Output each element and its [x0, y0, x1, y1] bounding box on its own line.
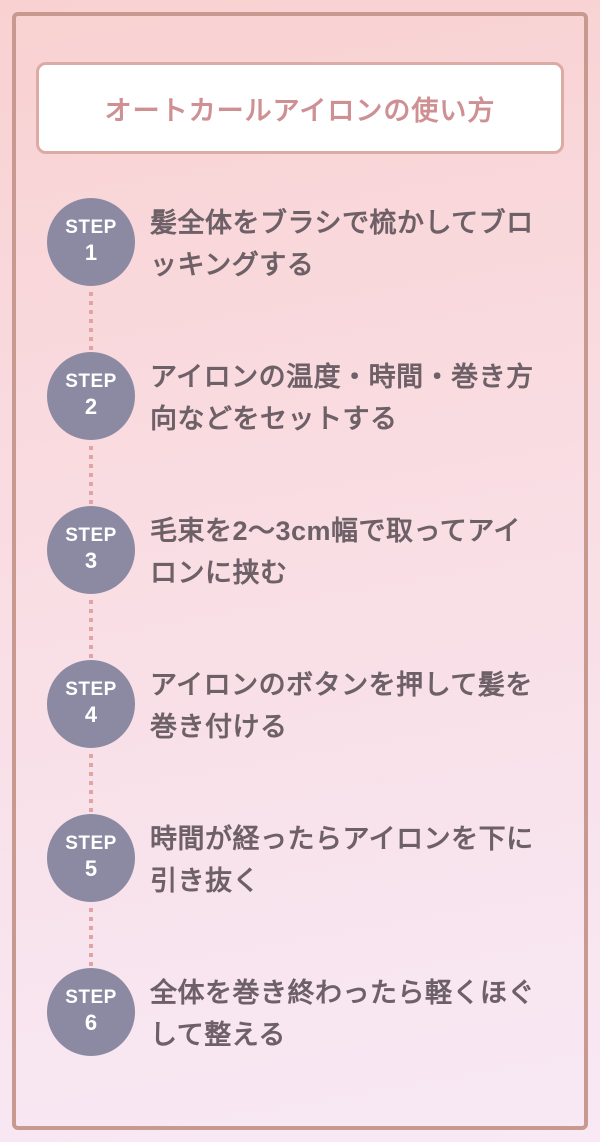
step-connector: [89, 908, 93, 966]
step-description: 髪全体をブラシで梳かしてブロッキングする: [150, 208, 534, 280]
step-badge-number: 4: [84, 702, 98, 728]
step-badge-label: STEP: [65, 217, 117, 239]
steps-list: STEP 1 髪全体をブラシで梳かしてブロッキングする STEP 2 アイロンの…: [0, 198, 600, 1122]
step-badge-number: 2: [84, 394, 98, 420]
step-row: STEP 1 髪全体をブラシで梳かしてブロッキングする: [0, 198, 600, 352]
step-row: STEP 3 毛束を2〜3cm幅で取ってアイロンに挟む: [0, 506, 600, 660]
step-description: 時間が経ったらアイロンを下に引き抜く: [150, 824, 534, 896]
step-badge: STEP 5: [47, 814, 135, 902]
step-badge: STEP 6: [47, 968, 135, 1056]
step-badge: STEP 4: [47, 660, 135, 748]
step-row: STEP 5 時間が経ったらアイロンを下に引き抜く: [0, 814, 600, 968]
step-badge-label: STEP: [65, 679, 117, 701]
step-description: 毛束を2〜3cm幅で取ってアイロンに挟む: [150, 516, 521, 588]
step-badge-number: 5: [84, 856, 98, 882]
step-badge-label: STEP: [65, 371, 117, 393]
step-row: STEP 6 全体を巻き終わったら軽くほぐして整える: [0, 968, 600, 1122]
step-badge: STEP 3: [47, 506, 135, 594]
step-badge-label: STEP: [65, 833, 117, 855]
step-connector: [89, 754, 93, 812]
step-badge-label: STEP: [65, 525, 117, 547]
step-badge-number: 3: [84, 548, 98, 574]
title-box: オートカールアイロンの使い方: [36, 62, 564, 154]
step-description: 全体を巻き終わったら軽くほぐして整える: [150, 978, 535, 1050]
step-badge-number: 6: [84, 1010, 98, 1036]
step-badge: STEP 1: [47, 198, 135, 286]
step-connector: [89, 600, 93, 658]
step-connector: [89, 446, 93, 504]
page-title: オートカールアイロンの使い方: [104, 95, 496, 126]
step-connector: [89, 292, 93, 350]
step-badge-number: 1: [84, 240, 98, 266]
step-row: STEP 2 アイロンの温度・時間・巻き方向などをセットする: [0, 352, 600, 506]
step-badge: STEP 2: [47, 352, 135, 440]
step-description: アイロンの温度・時間・巻き方向などをセットする: [150, 362, 534, 434]
step-row: STEP 4 アイロンのボタンを押して髪を巻き付ける: [0, 660, 600, 814]
step-description: アイロンのボタンを押して髪を巻き付ける: [150, 670, 533, 742]
step-badge-label: STEP: [65, 987, 117, 1009]
